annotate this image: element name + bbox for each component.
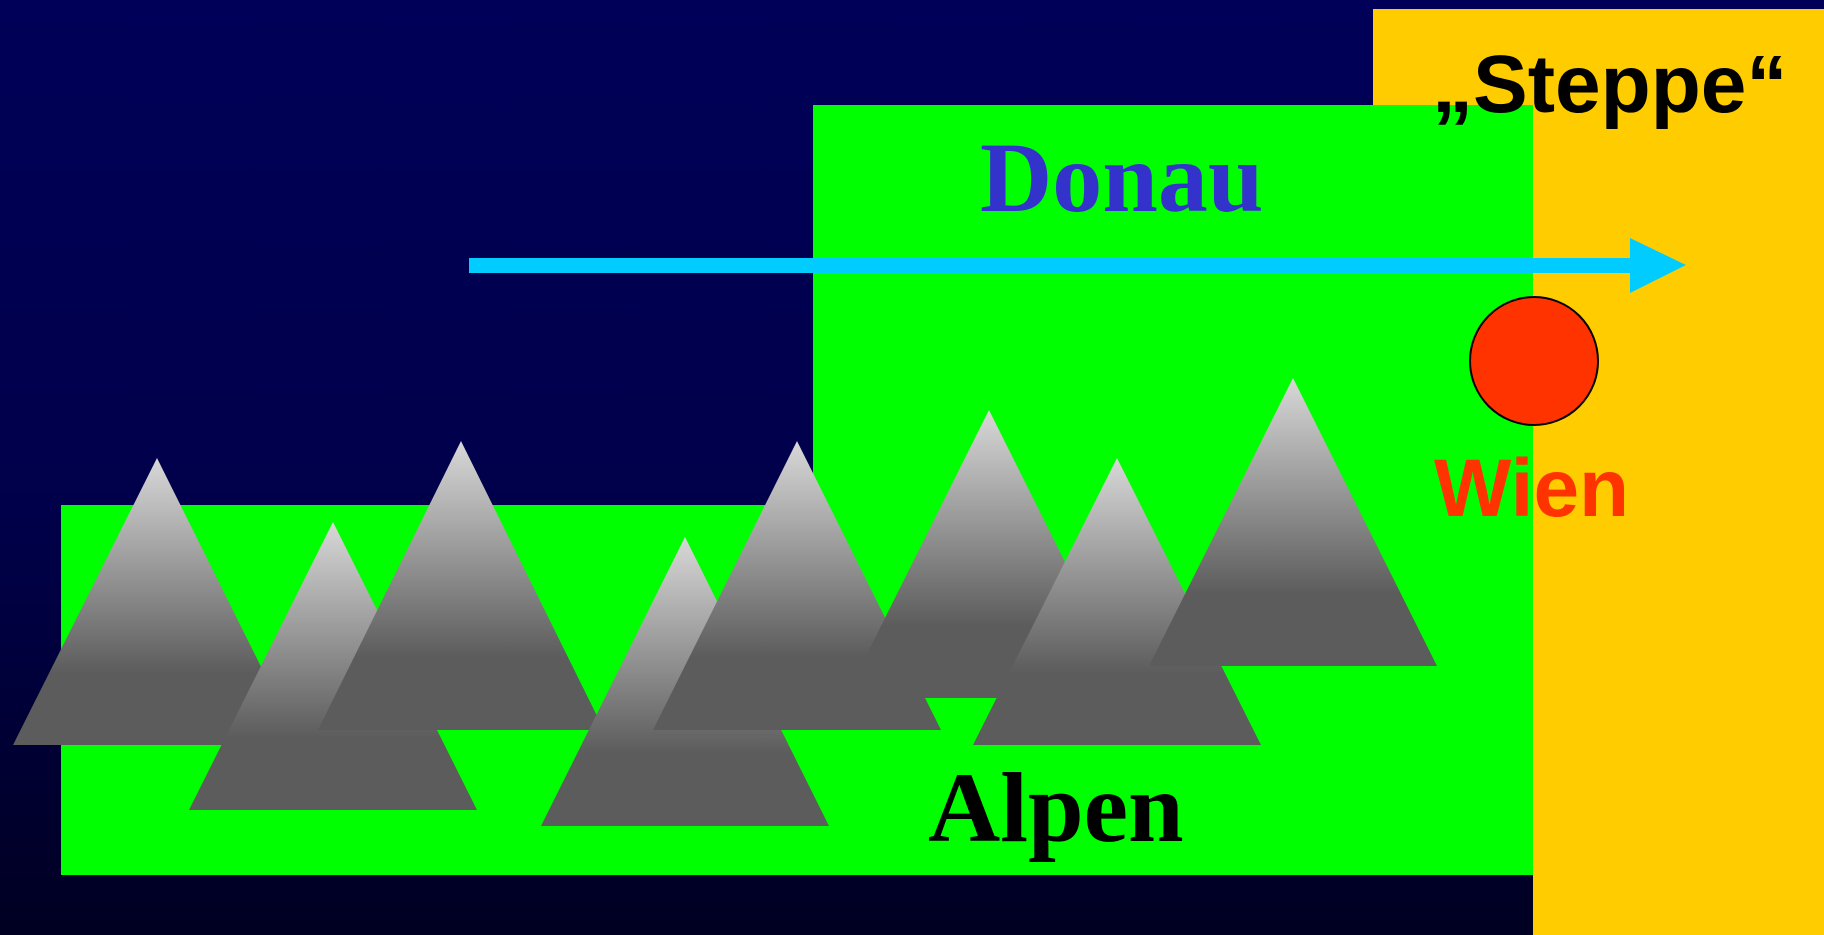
- mountain: [1149, 378, 1437, 666]
- steppe-label: „Steppe“: [1432, 44, 1787, 126]
- danube-arrow: [469, 238, 1686, 293]
- danube-arrowhead: [1630, 238, 1686, 293]
- alps-mountains: [13, 378, 1437, 826]
- vienna-marker: [1470, 297, 1598, 425]
- alpen-label: Alpen: [928, 758, 1184, 858]
- donau-label: Donau: [980, 128, 1263, 228]
- danube-line: [469, 258, 1636, 273]
- wien-label: Wien: [1434, 448, 1629, 530]
